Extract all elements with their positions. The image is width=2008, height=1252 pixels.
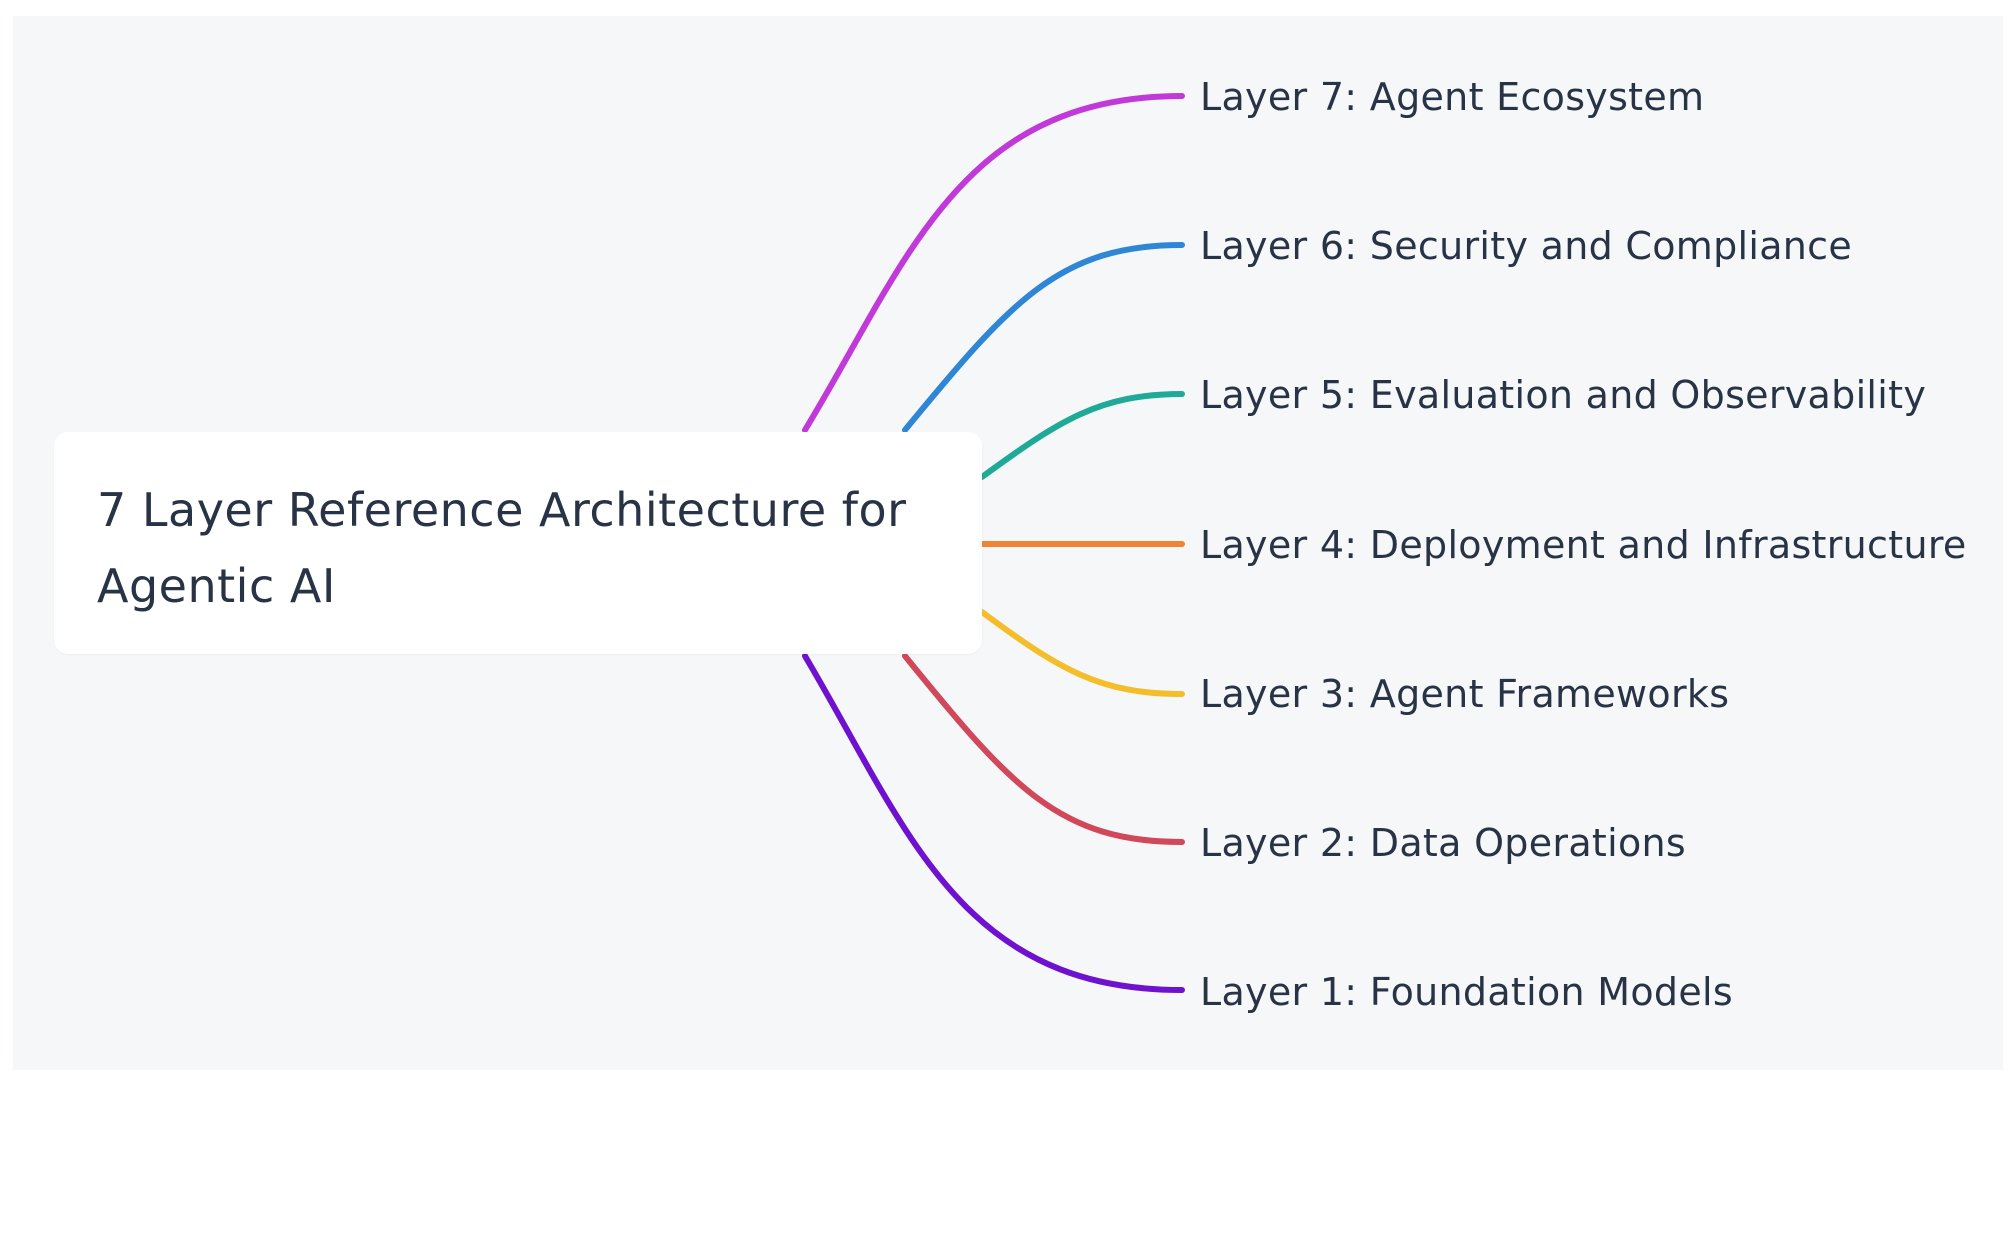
connector-layer-3 xyxy=(979,609,1185,697)
branch-label-layer-4[interactable]: Layer 4: Deployment and Infrastructure xyxy=(1200,523,1967,567)
branch-label-layer-3[interactable]: Layer 3: Agent Frameworks xyxy=(1200,672,1730,716)
branch-label-layer-6[interactable]: Layer 6: Security and Compliance xyxy=(1200,224,1853,268)
connector-layer-1 xyxy=(802,653,1185,993)
connector-layer-2 xyxy=(902,653,1185,845)
root-title: 7 Layer Reference Architecture for Agent… xyxy=(97,483,907,613)
branch-label-layer-1[interactable]: Layer 1: Foundation Models xyxy=(1200,970,1733,1014)
branch-label-layer-7[interactable]: Layer 7: Agent Ecosystem xyxy=(1200,75,1705,119)
connector-layer-6 xyxy=(902,242,1185,433)
branch-label-layer-2[interactable]: Layer 2: Data Operations xyxy=(1200,821,1687,865)
root-node[interactable]: 7 Layer Reference Architecture for Agent… xyxy=(54,432,982,654)
connector-layer-5 xyxy=(979,391,1185,480)
connector-layer-7 xyxy=(802,93,1185,433)
branch-label-layer-5[interactable]: Layer 5: Evaluation and Observability xyxy=(1200,373,1927,417)
